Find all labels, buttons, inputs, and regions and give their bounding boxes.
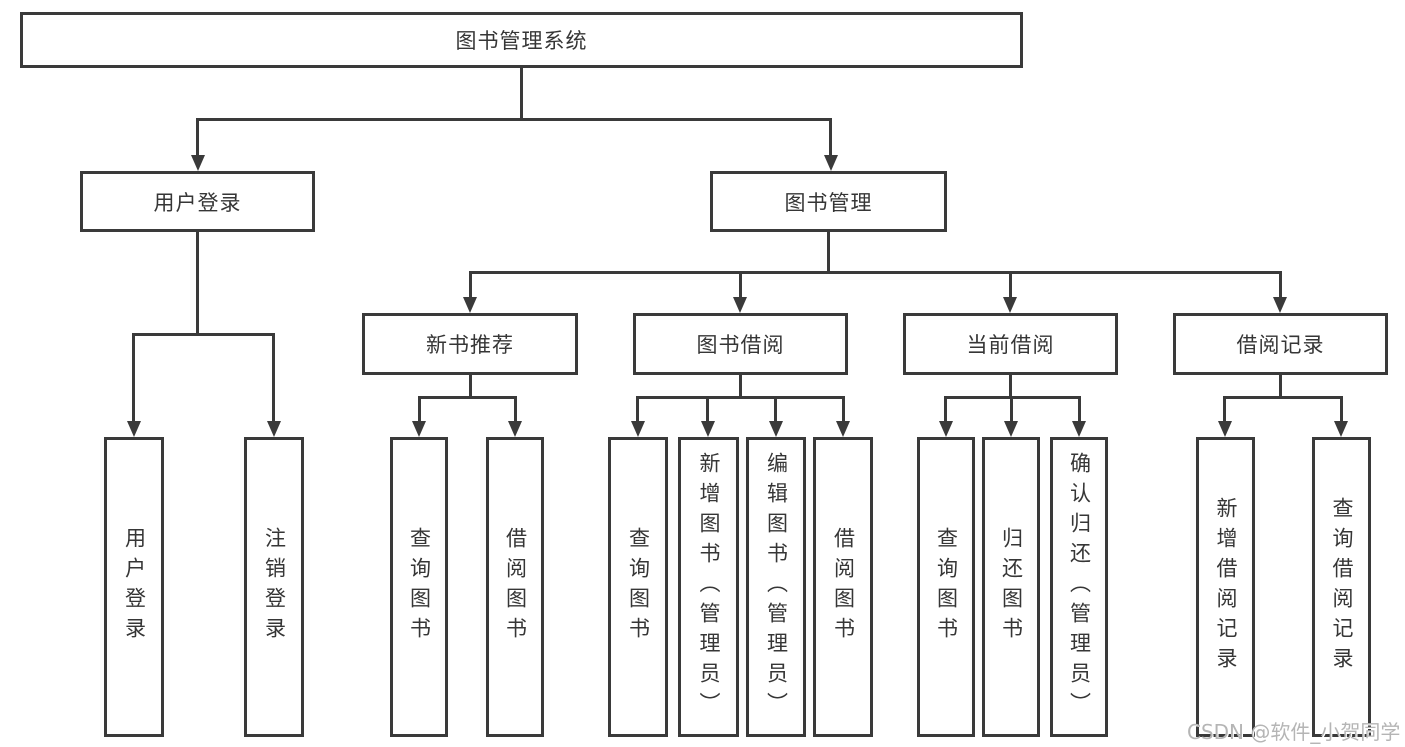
node-label: 归还图书	[999, 527, 1024, 647]
node-current-borrow: 当前借阅	[903, 313, 1118, 375]
leaf-user-login: 用户登录	[104, 437, 164, 737]
connector-line	[469, 271, 1282, 274]
arrowhead-icon	[1218, 421, 1232, 437]
connector-line	[739, 271, 742, 299]
connector-line	[706, 396, 709, 424]
connector-line	[1223, 396, 1226, 424]
node-label: 图书管理	[784, 190, 873, 215]
leaf-add-books-admin: 新增图书（管理员）	[678, 437, 739, 737]
connector-line	[418, 396, 421, 424]
connector-line	[1223, 396, 1343, 399]
csdn-watermark: CSDN @软件_小贺同学	[1187, 720, 1401, 744]
arrowhead-icon	[1072, 421, 1086, 437]
connector-line	[196, 231, 199, 336]
arrowhead-icon	[463, 297, 477, 313]
arrowhead-icon	[733, 297, 747, 313]
node-book-borrow: 图书借阅	[633, 313, 848, 375]
connector-line	[636, 396, 639, 424]
connector-line	[739, 374, 742, 399]
arrowhead-icon	[1273, 297, 1287, 313]
connector-line	[272, 333, 275, 423]
connector-line	[1279, 374, 1282, 399]
connector-line	[469, 271, 472, 299]
node-label: 查询图书	[626, 527, 651, 647]
connector-line	[132, 333, 135, 423]
connector-line	[520, 67, 523, 121]
node-label: 图书借阅	[696, 333, 785, 357]
node-label: 新增图书（管理员）	[697, 452, 721, 722]
node-label: 借阅图书	[831, 527, 856, 647]
node-label: 新增借阅记录	[1214, 497, 1238, 677]
leaf-add-borrow-record: 新增借阅记录	[1196, 437, 1255, 737]
node-label: 当前借阅	[966, 333, 1055, 357]
leaf-borrow-books: 借阅图书	[813, 437, 873, 737]
connector-line	[418, 396, 517, 399]
node-new-book-recommend: 新书推荐	[362, 313, 578, 375]
node-label: 借阅记录	[1236, 333, 1325, 357]
connector-line	[827, 231, 830, 274]
leaf-query-books-borrow: 查询图书	[608, 437, 668, 737]
arrowhead-icon	[824, 155, 838, 171]
connector-line	[842, 396, 845, 424]
connector-line	[829, 118, 832, 158]
connector-line	[1009, 271, 1012, 299]
node-label: 查询图书	[407, 527, 432, 647]
arrowhead-icon	[1334, 421, 1348, 437]
connector-line	[1340, 396, 1343, 424]
connector-line	[196, 118, 199, 158]
node-user-login: 用户登录	[80, 171, 315, 232]
connector-line	[636, 396, 845, 399]
connector-line	[1078, 396, 1081, 424]
leaf-query-books-recommend: 查询图书	[390, 437, 448, 737]
leaf-confirm-return-admin: 确认归还（管理员）	[1050, 437, 1108, 737]
arrowhead-icon	[267, 421, 281, 437]
connector-line	[1279, 271, 1282, 299]
node-label: 编辑图书（管理员）	[764, 452, 789, 722]
arrowhead-icon	[1004, 421, 1018, 437]
connector-line	[1010, 396, 1013, 424]
leaf-borrow-books-recommend: 借阅图书	[486, 437, 544, 737]
leaf-query-books-current: 查询图书	[917, 437, 975, 737]
arrowhead-icon	[412, 421, 426, 437]
arrowhead-icon	[701, 421, 715, 437]
leaf-logout: 注销登录	[244, 437, 304, 737]
node-label: 用户登录	[122, 527, 147, 647]
node-label: 查询借阅记录	[1330, 497, 1354, 677]
leaf-edit-books-admin: 编辑图书（管理员）	[746, 437, 806, 737]
arrowhead-icon	[508, 421, 522, 437]
arrowhead-icon	[631, 421, 645, 437]
connector-line	[469, 374, 472, 399]
node-label: 注销登录	[262, 527, 287, 647]
node-label: 查询图书	[934, 527, 959, 647]
node-label: 确认归还（管理员）	[1067, 452, 1092, 722]
connector-line	[774, 396, 777, 424]
node-root-library-system: 图书管理系统	[20, 12, 1023, 68]
leaf-query-borrow-record: 查询借阅记录	[1312, 437, 1371, 737]
leaf-return-books: 归还图书	[982, 437, 1040, 737]
arrowhead-icon	[127, 421, 141, 437]
connector-line	[196, 118, 832, 121]
connector-line	[514, 396, 517, 424]
arrowhead-icon	[939, 421, 953, 437]
arrowhead-icon	[191, 155, 205, 171]
node-label: 借阅图书	[503, 527, 528, 647]
arrowhead-icon	[1003, 297, 1017, 313]
node-label: 新书推荐	[426, 333, 514, 357]
connector-line	[944, 396, 947, 424]
arrowhead-icon	[769, 421, 783, 437]
arrowhead-icon	[836, 421, 850, 437]
connector-line	[132, 333, 275, 336]
node-book-management: 图书管理	[710, 171, 947, 232]
node-label: 图书管理系统	[455, 29, 588, 53]
node-borrow-records: 借阅记录	[1173, 313, 1388, 375]
node-label: 用户登录	[153, 190, 242, 215]
connector-line	[1009, 374, 1012, 399]
